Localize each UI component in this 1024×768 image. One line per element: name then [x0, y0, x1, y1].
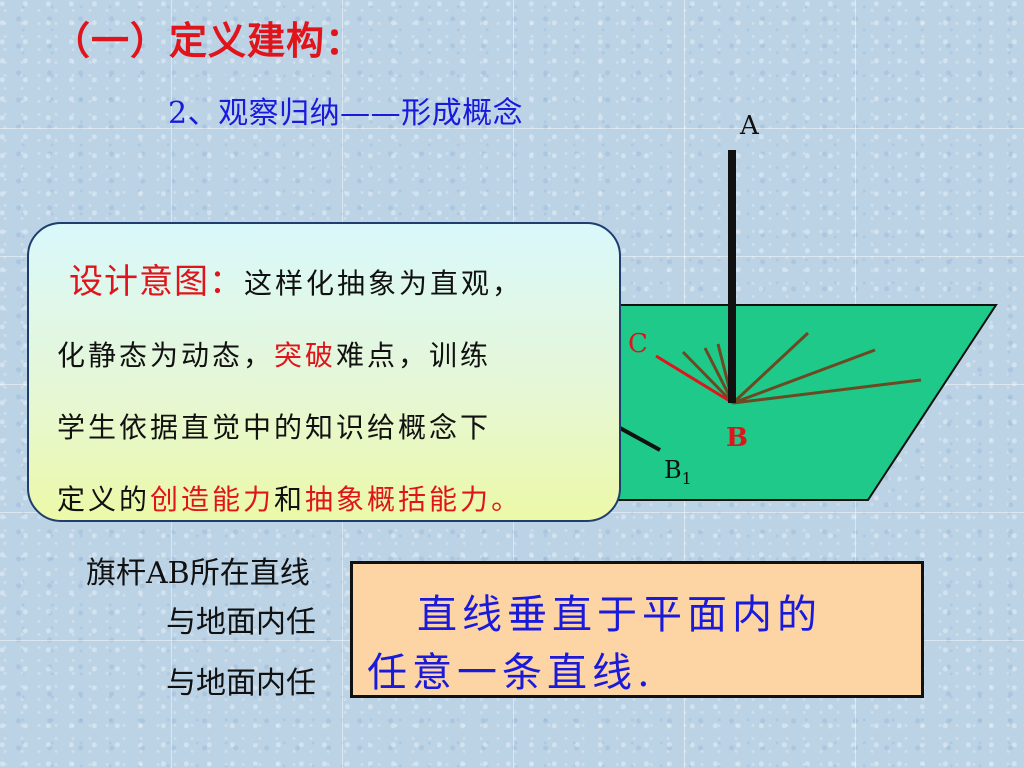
section-title: （一）定义建构： [52, 18, 365, 63]
design-intent-heading: 设计意图： [69, 262, 244, 302]
design-intent-text: 学生依据直觉中的知识给概念下 [57, 411, 492, 444]
slide-subtitle: 2、观察归纳——形成概念 [168, 96, 524, 131]
point-label-b1-subscript: 1 [682, 469, 692, 488]
design-intent-line-2: 化静态为动态，突破难点，训练 [57, 334, 491, 374]
point-label-b1: B1 [664, 456, 692, 488]
conclusion-box: 直线垂直于平面内的 任意一条直线. [350, 561, 924, 698]
point-label-c: C [628, 329, 648, 359]
ground-line [731, 331, 810, 405]
background-grid-line [0, 128, 1024, 129]
design-intent-highlight: 突破 [274, 339, 337, 372]
design-intent-text: 难点，训练 [336, 339, 492, 372]
design-intent-text: 定义的 [57, 483, 151, 516]
design-intent-text: 化静态为动态， [57, 339, 275, 372]
design-intent-text: 和 [274, 483, 306, 516]
design-intent-highlight: 抽象概括能力 [305, 483, 492, 516]
design-intent-text: 这样化抽象为直观， [244, 267, 524, 300]
conclusion-line-2: 任意一条直线. [367, 650, 655, 696]
design-intent-line-1: 设计意图：这样化抽象为直观， [69, 254, 523, 303]
description-line-2: 与地面内任 [166, 605, 316, 640]
point-label-a: A [739, 111, 760, 141]
ground-line [732, 348, 876, 405]
ground-line [681, 350, 735, 405]
line-bc [655, 354, 734, 405]
line-bb1 [619, 426, 661, 452]
ground-line [732, 378, 922, 405]
conclusion-line-1: 直线垂直于平面内的 [417, 592, 822, 638]
point-label-b: B [726, 423, 748, 453]
description-line-1: 旗杆AB所在直线 [86, 556, 310, 591]
description-line-3: 与地面内任 [166, 666, 316, 701]
design-intent-line-4: 定义的创造能力和抽象概括能力。 [57, 478, 522, 518]
design-intent-text: 。 [491, 483, 523, 516]
design-intent-box: 设计意图：这样化抽象为直观， 化静态为动态，突破难点，训练 学生依据直觉中的知识… [27, 222, 621, 522]
design-intent-highlight: 创造能力 [150, 483, 275, 516]
design-intent-line-3: 学生依据直觉中的知识给概念下 [57, 406, 491, 446]
